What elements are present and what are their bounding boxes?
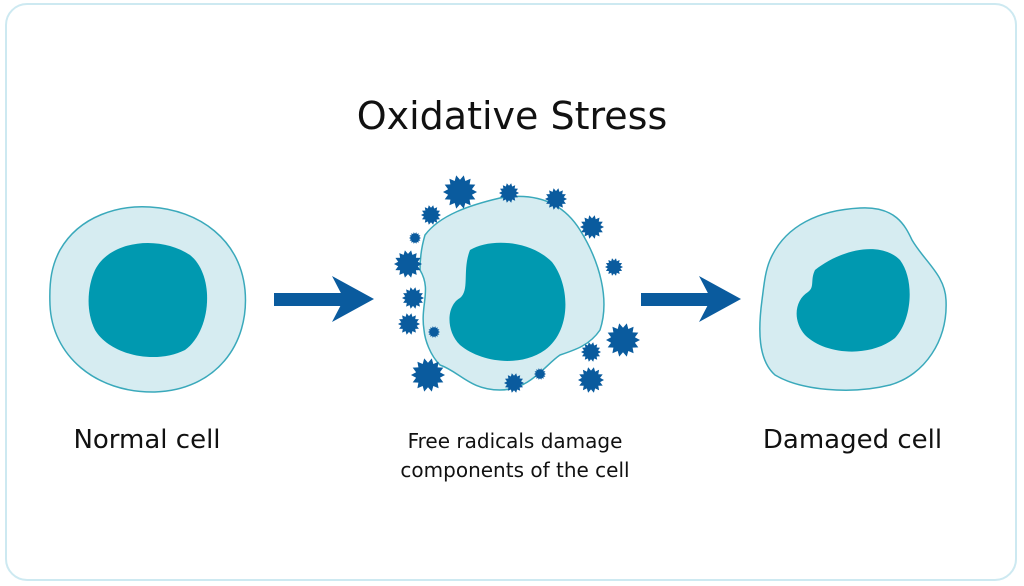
free-radical — [428, 326, 440, 338]
free-radical — [398, 313, 420, 335]
free-radical — [402, 287, 424, 309]
arrow-2 — [641, 276, 741, 322]
free-radical — [578, 367, 604, 393]
free-radical — [411, 358, 445, 392]
label-damaged-cell: Damaged cell — [762, 425, 943, 455]
free-radical — [499, 183, 519, 203]
label-free-radicals-line2: components of the cell — [400, 458, 630, 482]
free-radical — [545, 188, 567, 210]
free-radical — [534, 368, 546, 380]
normal-nucleus — [88, 243, 208, 358]
diagram-frame — [5, 3, 1017, 581]
free-radical — [504, 373, 524, 393]
stressed-cell — [394, 175, 640, 393]
damaged-nucleus — [796, 249, 910, 352]
damaged-cell — [759, 207, 947, 391]
free-radicals — [394, 175, 640, 393]
free-radical — [443, 175, 477, 209]
free-radical — [421, 205, 441, 225]
label-free-radicals-line1: Free radicals damage — [407, 429, 623, 453]
free-radical — [580, 215, 604, 239]
diagram-title: Oxidative Stress — [356, 94, 668, 138]
normal-cell — [49, 206, 247, 393]
free-radical — [581, 342, 601, 362]
free-radical — [605, 258, 623, 276]
arrow-1 — [274, 276, 374, 322]
label-normal-cell: Normal cell — [73, 425, 221, 455]
free-radical — [394, 250, 422, 278]
stressed-nucleus — [449, 242, 566, 361]
label-free-radicals: Free radicals damage components of the c… — [360, 427, 670, 485]
free-radical — [409, 232, 421, 244]
free-radical — [606, 323, 640, 357]
